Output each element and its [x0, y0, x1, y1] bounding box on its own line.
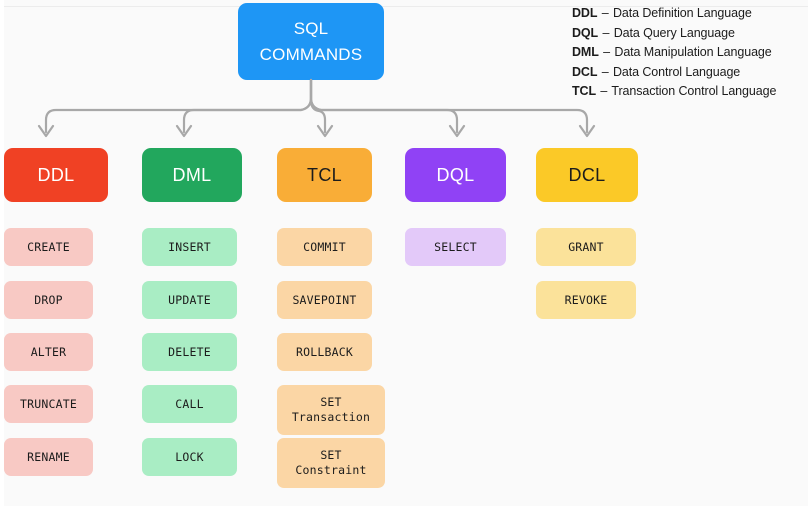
root-node-sql-commands[interactable]: SQL COMMANDS [238, 3, 384, 80]
command-label-line2: Transaction [291, 410, 371, 424]
command-label: CREATE [27, 240, 70, 254]
legend-text: Data Query Language [613, 25, 735, 40]
command-label: CALL [175, 397, 204, 411]
command-box-rename[interactable]: RENAME [4, 438, 93, 476]
category-header-dml[interactable]: DML [142, 148, 242, 202]
command-box-call[interactable]: CALL [142, 385, 237, 423]
root-title-line2: COMMANDS [259, 44, 363, 64]
legend-dash: – [600, 84, 608, 99]
legend-dash: – [601, 64, 609, 79]
command-label: ROLLBACK [296, 345, 353, 359]
category-header-dql[interactable]: DQL [405, 148, 506, 202]
category-column-dcl: DCL GRANT REVOKE [536, 148, 638, 319]
command-box-grant[interactable]: GRANT [536, 228, 636, 266]
legend-text: Data Control Language [613, 64, 741, 79]
category-column-dml: DML INSERT UPDATE DELETE CALL LOCK [142, 148, 242, 476]
command-label: ALTER [30, 345, 67, 359]
command-label: COMMIT [303, 240, 346, 254]
legend-item-dml: DML – Data Manipulation Language [572, 43, 808, 63]
legend-abbr: TCL [572, 84, 596, 99]
command-label: GRANT [568, 240, 604, 254]
command-box-alter[interactable]: ALTER [4, 333, 93, 371]
legend-dash: – [603, 45, 611, 60]
category-header-dcl[interactable]: DCL [536, 148, 638, 202]
category-header-tcl[interactable]: TCL [277, 148, 372, 202]
legend-item-tcl: TCL – Transaction Control Language [572, 82, 808, 102]
command-box-update[interactable]: UPDATE [142, 281, 237, 319]
command-label: UPDATE [168, 293, 211, 307]
legend-abbr: DCL [572, 64, 598, 79]
legend-dash: – [602, 25, 610, 40]
legend-abbr: DDL [572, 6, 598, 20]
command-label: DROP [34, 293, 63, 307]
command-box-drop[interactable]: DROP [4, 281, 93, 319]
legend-text: Data Manipulation Language [614, 45, 772, 60]
command-label: SAVEPOINT [292, 293, 357, 307]
root-title-line1: SQL [293, 18, 329, 38]
command-box-insert[interactable]: INSERT [142, 228, 237, 266]
legend-item-dcl: DCL – Data Control Language [572, 63, 808, 83]
legend-abbr: DML [572, 45, 599, 60]
left-edge-strip [0, 0, 4, 506]
category-column-dql: DQL SELECT [405, 148, 506, 266]
legend-item-ddl: DDL – Data Definition Language [572, 4, 808, 24]
command-box-select[interactable]: SELECT [405, 228, 506, 266]
command-box-revoke[interactable]: REVOKE [536, 281, 636, 319]
command-label: TRUNCATE [20, 397, 77, 411]
command-box-delete[interactable]: DELETE [142, 333, 237, 371]
command-label: LOCK [175, 450, 204, 464]
category-header-ddl[interactable]: DDL [4, 148, 108, 202]
command-box-rollback[interactable]: ROLLBACK [277, 333, 372, 371]
top-divider [0, 6, 808, 7]
legend-abbr: DQL [572, 25, 599, 40]
category-column-ddl: DDL CREATE DROP ALTER TRUNCATE RENAME [4, 148, 108, 476]
command-label: SET [320, 448, 342, 462]
command-label: REVOKE [564, 293, 608, 307]
command-label: SET [320, 395, 342, 409]
command-label: INSERT [168, 240, 211, 254]
legend-item-dql: DQL – Data Query Language [572, 24, 808, 44]
command-box-savepoint[interactable]: SAVEPOINT [277, 281, 372, 319]
command-label: DELETE [168, 345, 211, 359]
command-box-create[interactable]: CREATE [4, 228, 93, 266]
legend-text: Data Definition Language [613, 6, 752, 20]
command-box-truncate[interactable]: TRUNCATE [4, 385, 93, 423]
command-label-line2: Constraint [295, 463, 367, 477]
command-box-commit[interactable]: COMMIT [277, 228, 372, 266]
command-label: RENAME [27, 450, 70, 464]
command-box-lock[interactable]: LOCK [142, 438, 237, 476]
legend-text: Transaction Control Language [611, 84, 777, 99]
command-label: SELECT [434, 240, 477, 254]
legend-dash: – [601, 6, 609, 20]
